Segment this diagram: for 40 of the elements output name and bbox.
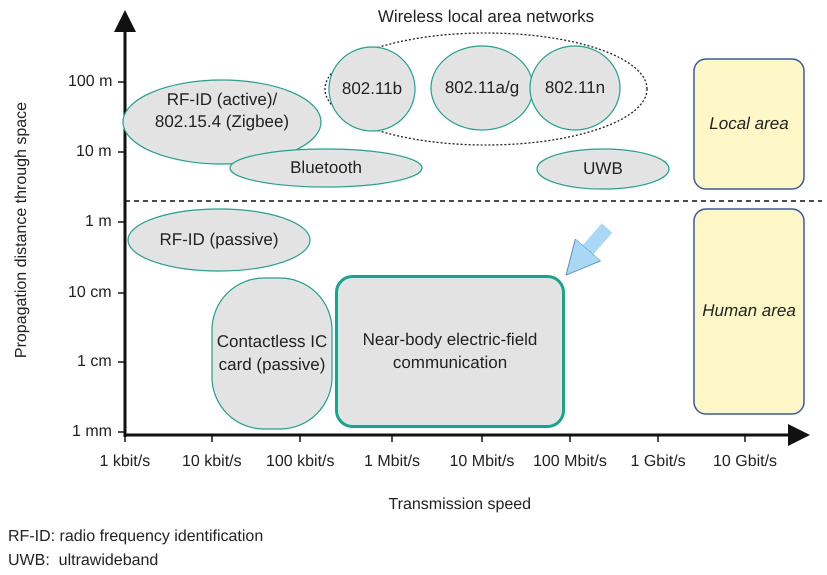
node-label: RF-ID (passive) [159,228,278,251]
node-label: 802.11b [342,78,402,100]
tick-label: 100 m [68,73,112,91]
ellipse-node [127,208,311,272]
node-label: Contactless IC card (passive) [216,331,328,376]
ellipse-node [430,45,534,131]
tick-label: 1 kbit/s [100,453,150,471]
area-panel [693,58,805,190]
area-panel [693,208,805,415]
node-label: UWB [583,158,623,180]
tick-label: 1 Gbit/s [630,453,686,471]
axis-title: Propagation distance through space [13,102,32,358]
ellipse-node [328,46,416,132]
tick-label: 1 Mbit/s [364,453,420,471]
ellipse-node [529,45,621,131]
tick-label: 1 cm [77,353,112,371]
tick-label: 100 Mbit/s [533,453,607,471]
node-label: Human area [702,300,796,322]
tick-label: 100 kbit/s [266,453,334,471]
tick-label: 10 cm [68,284,112,302]
axis-title: Transmission speed [388,496,532,514]
node-label: Local area [709,112,789,135]
footnote: RF-ID: radio frequency identification [8,528,264,546]
tick-label: 1 m [85,213,112,231]
tick-label: 10 kbit/s [182,453,242,471]
highlight-box [335,275,565,428]
group-heading: Wireless local area networks [378,6,594,28]
ellipse-node [536,148,670,190]
ellipse-node [229,148,423,188]
tick-label: 10 Gbit/s [713,453,778,471]
tick-label: 10 Mbit/s [450,453,514,471]
tick-label: 10 m [76,143,112,161]
tick-label: 1 mm [72,423,112,441]
node-label: RF-ID (active)/ 802.15.4 (Zigbee) [154,88,290,133]
node-label: Bluetooth [290,156,362,179]
footnote: UWB: ultrawideband [8,552,158,570]
node-label: 802.11a/g [444,76,520,99]
block-arrow [566,223,612,276]
node-label: 802.11n [544,76,606,99]
node-label: Near-body electric-field communication [362,329,538,374]
